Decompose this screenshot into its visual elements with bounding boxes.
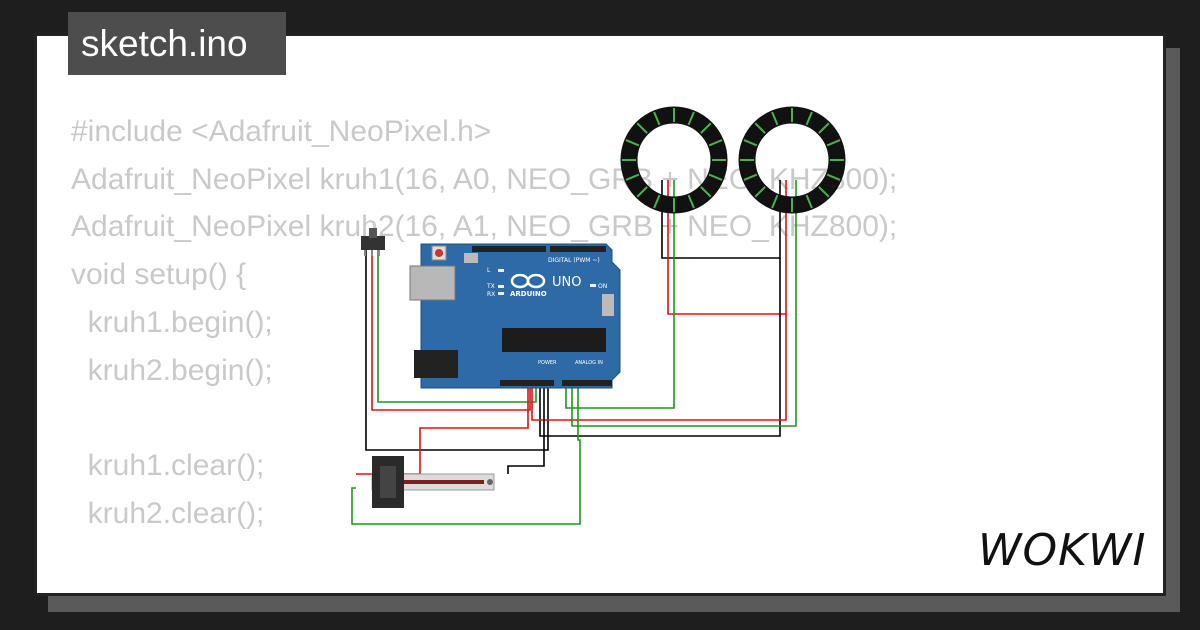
led-pixel bbox=[805, 111, 813, 126]
analog-label: ANALOG IN bbox=[575, 360, 603, 366]
led-pixel bbox=[754, 186, 766, 198]
led-pixel bbox=[700, 186, 712, 198]
wire-ring2-black bbox=[539, 258, 781, 437]
code-line: kruh2.begin(); bbox=[71, 353, 273, 387]
code-line: void setup() { bbox=[71, 258, 247, 292]
wire-switch-red bbox=[371, 248, 531, 411]
led-pixel bbox=[625, 173, 640, 181]
wire-pot-green bbox=[351, 380, 581, 525]
usb-connector bbox=[409, 265, 456, 301]
icsp2-header bbox=[602, 294, 614, 316]
wire-ring2-red bbox=[531, 314, 787, 421]
code-line: kruh1.show(); bbox=[71, 592, 270, 593]
wire-ring1-black bbox=[661, 180, 781, 259]
led-pixel bbox=[700, 122, 712, 134]
wire-pot-black bbox=[507, 380, 545, 474]
code-line: kruh2.clear(); bbox=[71, 496, 265, 530]
header-digital-2 bbox=[550, 246, 606, 252]
code-line: #include <Adafruit_NeoPixel.h> bbox=[71, 115, 492, 148]
header-power bbox=[500, 380, 554, 386]
neopixel-ring-2 bbox=[738, 106, 846, 214]
board-model-label: UNO bbox=[552, 275, 581, 290]
arduino-board: DIGITAL (PWM ~) UNO ARDUINO L TX RX ON P… bbox=[409, 243, 621, 389]
led-pixel bbox=[805, 194, 813, 209]
led-pixel bbox=[826, 139, 841, 147]
led-pixel bbox=[826, 173, 841, 181]
led-pixel bbox=[625, 139, 640, 147]
led-pixel bbox=[687, 111, 695, 126]
led-pixel bbox=[743, 173, 758, 181]
led-pixel bbox=[743, 139, 758, 147]
filename-tab[interactable]: sketch.ino bbox=[68, 12, 286, 75]
led-pixel bbox=[708, 173, 723, 181]
on-label: ON bbox=[598, 283, 607, 290]
arduino-logo-icon bbox=[510, 273, 546, 289]
led-pixel bbox=[636, 122, 648, 134]
digital-label: DIGITAL (PWM ~) bbox=[548, 257, 600, 264]
wires bbox=[351, 180, 797, 525]
slide-potentiometer bbox=[371, 456, 495, 508]
led-pixel bbox=[771, 111, 779, 126]
code-line: kruh1.begin(); bbox=[71, 305, 273, 339]
tx-label: TX bbox=[486, 283, 495, 290]
rx-label: RX bbox=[487, 291, 495, 298]
led-pixel bbox=[653, 111, 661, 126]
wire-ring2-green bbox=[571, 180, 797, 427]
led-pixel bbox=[818, 122, 830, 134]
power-jack bbox=[414, 350, 458, 378]
led-pixel bbox=[653, 194, 661, 209]
code-line: Adafruit_NeoPixel kruh2(16, A1, NEO_GRB … bbox=[71, 210, 898, 244]
led-pixel bbox=[771, 194, 779, 209]
wire-switch-black bbox=[365, 248, 549, 451]
neopixel-ring-1 bbox=[620, 106, 728, 214]
l-label: L bbox=[487, 267, 491, 274]
header-digital bbox=[472, 246, 546, 252]
led-pixel bbox=[818, 186, 830, 198]
code-line: kruh1.clear(); bbox=[71, 448, 265, 482]
power-label: POWER bbox=[538, 360, 557, 366]
wire-ring1-green bbox=[565, 180, 675, 409]
wire-ring1-red bbox=[667, 180, 787, 315]
led-pixel bbox=[636, 186, 648, 198]
led-pixel bbox=[708, 139, 723, 147]
icsp-header bbox=[464, 253, 478, 263]
microcontroller-chip bbox=[502, 328, 606, 352]
board-brand-label: ARDUINO bbox=[510, 290, 547, 298]
wokwi-logo[interactable]: WOKWI bbox=[978, 525, 1147, 576]
led-pixel bbox=[687, 194, 695, 209]
slide-switch bbox=[361, 228, 385, 256]
led-pixel bbox=[754, 122, 766, 134]
wire-switch-green bbox=[377, 248, 537, 403]
header-analog bbox=[562, 380, 612, 386]
